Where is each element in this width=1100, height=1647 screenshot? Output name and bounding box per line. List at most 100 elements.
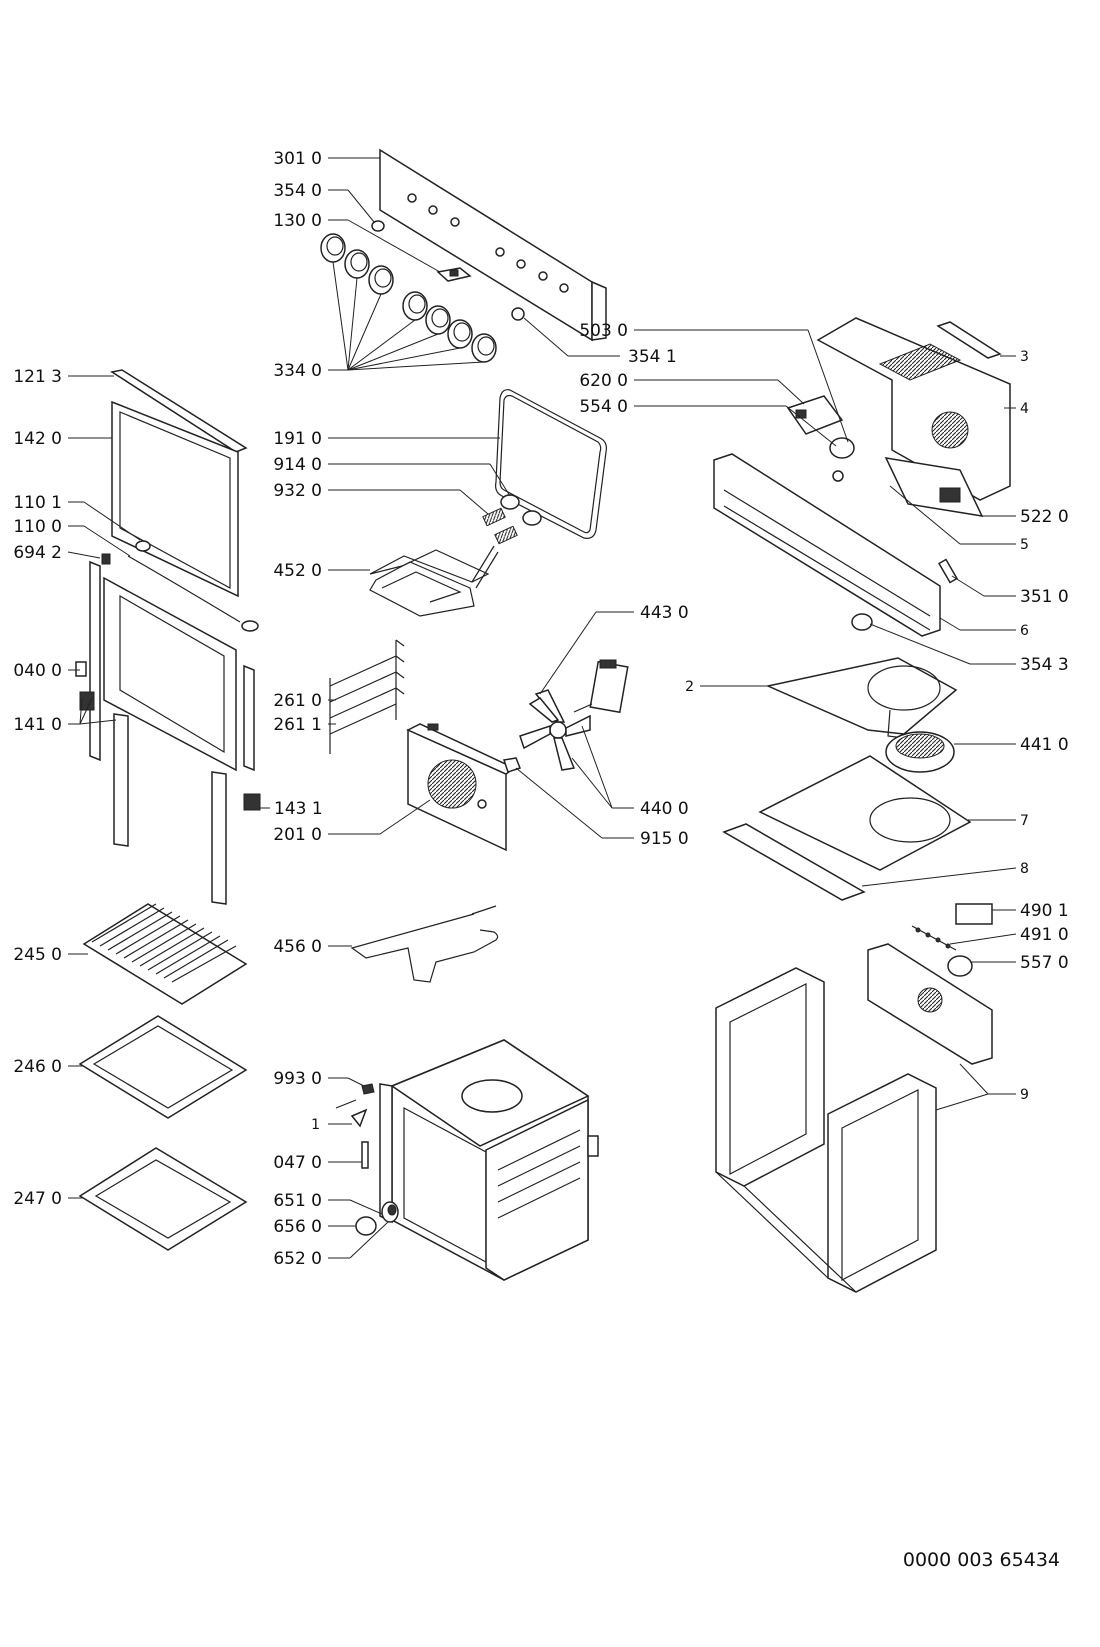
label-261-0: 261 0 (273, 691, 322, 711)
thermostat-small (832, 470, 844, 482)
door-hinge-left (89, 560, 101, 762)
oven-door-gasket (495, 389, 607, 539)
shelf-supports (329, 639, 405, 754)
label-456-0: 456 0 (273, 937, 322, 957)
cooling-fan-housing (816, 317, 1011, 501)
cooling-fan (885, 731, 955, 773)
label-6: 6 (1020, 623, 1029, 639)
label-440-0: 440 0 (640, 799, 689, 819)
label-443-0: 443 0 (640, 603, 689, 623)
label-040-0: 040 0 (13, 661, 62, 681)
switch-box (955, 903, 993, 925)
label-9: 9 (1020, 1087, 1029, 1103)
label-503-0: 503 0 (579, 321, 628, 341)
label-452-0: 452 0 (273, 561, 322, 581)
middle-group (328, 389, 634, 983)
fan-cover (406, 723, 516, 852)
label-354-1: 354 1 (628, 347, 677, 367)
thermostat (829, 437, 855, 459)
indicator-lamp-right (511, 307, 525, 321)
label-5: 5 (1020, 537, 1029, 553)
door-side-strip-left (113, 713, 129, 847)
seal-nut-2 (522, 510, 542, 526)
bulb-holder (938, 558, 958, 584)
label-191-0: 191 0 (273, 429, 322, 449)
label-201-0: 201 0 (273, 825, 322, 845)
baking-tray (78, 1015, 248, 1119)
door-side-strip-right (211, 771, 227, 905)
deep-tray (78, 1147, 248, 1251)
side-casings (715, 967, 937, 1293)
front-frame (713, 453, 941, 637)
control-panel-holes (407, 193, 569, 293)
top-cover (758, 755, 972, 871)
control-knobs (320, 233, 497, 363)
label-914-0: 914 0 (273, 455, 322, 475)
wire-rack (82, 903, 248, 1005)
oven-cavity-group (328, 1039, 599, 1281)
label-4: 4 (1020, 401, 1029, 417)
part-labels: 301 0 354 0 130 0 334 0 354 1 121 3 142 … (13, 149, 1068, 1269)
label-3: 3 (1020, 349, 1029, 365)
label-490-1: 490 1 (1020, 901, 1069, 921)
label-557-0: 557 0 (1020, 953, 1069, 973)
label-261-1: 261 1 (273, 715, 322, 735)
label-993-0: 993 0 (273, 1069, 322, 1089)
air-duct-top (765, 657, 958, 739)
label-130-0: 130 0 (273, 211, 322, 231)
door-catch (243, 793, 261, 811)
door-group (67, 369, 270, 905)
label-694-2: 694 2 (13, 543, 62, 563)
label-1: 1 (311, 1117, 320, 1133)
label-141-0: 141 0 (13, 715, 62, 735)
grill-element (369, 545, 499, 617)
control-panel-group (320, 148, 620, 371)
label-2: 2 (685, 679, 694, 695)
oven-cavity (379, 1039, 599, 1281)
right-group (634, 317, 1017, 1293)
label-246-0: 246 0 (13, 1057, 62, 1077)
label-121-3: 121 3 (13, 367, 62, 387)
label-110-0: 110 0 (13, 517, 62, 537)
label-656-0: 656 0 (273, 1217, 322, 1237)
label-301-0: 301 0 (273, 149, 322, 169)
oven-lamp (355, 1201, 399, 1236)
label-047-0: 047 0 (273, 1153, 322, 1173)
door-switch (361, 1141, 369, 1169)
door-seal-rod (127, 555, 241, 623)
label-354-3: 354 3 (1020, 655, 1069, 675)
label-441-0: 441 0 (1020, 735, 1069, 755)
door-inner-panel (103, 576, 237, 772)
label-110-1: 110 1 (13, 493, 62, 513)
label-932-0: 932 0 (273, 481, 322, 501)
label-915-0: 915 0 (640, 829, 689, 849)
label-620-0: 620 0 (579, 371, 628, 391)
label-652-0: 652 0 (273, 1249, 322, 1269)
label-351-0: 351 0 (1020, 587, 1069, 607)
label-522-0: 522 0 (1020, 507, 1069, 527)
label-651-0: 651 0 (273, 1191, 322, 1211)
indicator-lamp (371, 220, 385, 232)
clip (350, 1108, 368, 1128)
hinge-cap (101, 553, 111, 565)
lamp-cover (851, 613, 873, 631)
programmer (884, 457, 984, 517)
label-143-1: 143 1 (274, 799, 323, 819)
bottom-element (350, 913, 499, 983)
grill-connectors (482, 507, 518, 545)
racks-group (68, 903, 248, 1251)
lamp-screw (335, 1083, 375, 1109)
fan-blade (519, 689, 591, 771)
document-code: 0000 003 65434 (903, 1549, 1060, 1571)
label-7: 7 (1020, 813, 1029, 829)
fan-motor (573, 659, 629, 714)
terminal-strip (911, 925, 957, 951)
door-seal-top (135, 540, 151, 552)
label-142-0: 142 0 (13, 429, 62, 449)
label-247-0: 247 0 (13, 1189, 62, 1209)
front-strip (722, 823, 866, 901)
door-top-trim (110, 369, 248, 453)
label-8: 8 (1020, 861, 1029, 877)
label-334-0: 334 0 (273, 361, 322, 381)
